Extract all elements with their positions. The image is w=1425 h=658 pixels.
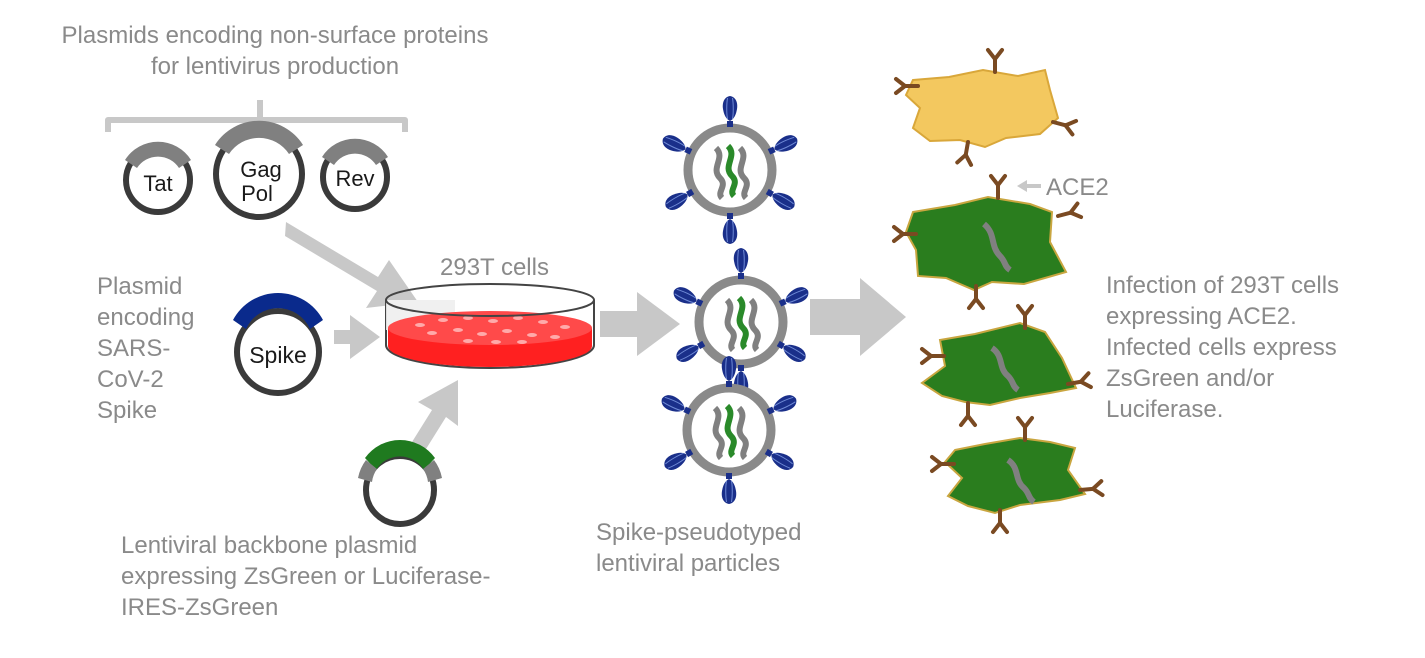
gag-label: Gag xyxy=(240,157,282,182)
particles-label: Spike-pseudotyped lentiviral particles xyxy=(596,519,802,577)
tat-plasmid: Tat xyxy=(123,141,193,215)
gag-pol-plasmid: Gag Pol xyxy=(213,120,305,220)
spike-label: Spike xyxy=(249,342,307,368)
uninfected-cell xyxy=(894,48,1079,167)
particles-to-cells-arrow xyxy=(810,278,906,356)
lentiviral-particle xyxy=(670,247,812,397)
dish-to-particles-arrow xyxy=(600,292,680,356)
tat-label: Tat xyxy=(143,171,172,196)
spike-plasmid: Spike xyxy=(233,293,323,396)
rev-label: Rev xyxy=(335,166,374,191)
spike-plasmid-label: Plasmid encoding SARS-CoV-2 Spike xyxy=(97,273,195,424)
dish-label: 293T cells xyxy=(440,254,549,281)
plasmid-group-bracket xyxy=(105,100,408,132)
ace2-label: ACE2 xyxy=(1046,174,1109,201)
lentiviral-particle xyxy=(659,95,801,245)
pol-label: Pol xyxy=(241,181,273,206)
petri-dish xyxy=(385,283,595,369)
infected-cell xyxy=(930,416,1105,534)
infected-cell xyxy=(920,304,1093,427)
lentiviral-particle xyxy=(658,355,800,505)
backbone-plasmid-label: Lentiviral backbone plasmid expressing Z… xyxy=(121,532,491,621)
infection-label: Infection of 293T cells expressing ACE2.… xyxy=(1106,272,1340,423)
plasmids-to-dish-arrow xyxy=(285,222,418,308)
infected-cell xyxy=(892,174,1084,310)
backbone-to-dish-arrow xyxy=(412,380,458,449)
ace2-pointer-arrow xyxy=(1017,180,1041,192)
backbone-plasmid xyxy=(358,439,442,527)
spike-to-dish-arrow xyxy=(334,315,380,359)
nonsurface-plasmids-label: Plasmids encoding non-surface proteins f… xyxy=(61,22,489,80)
rev-plasmid: Rev xyxy=(320,138,390,212)
